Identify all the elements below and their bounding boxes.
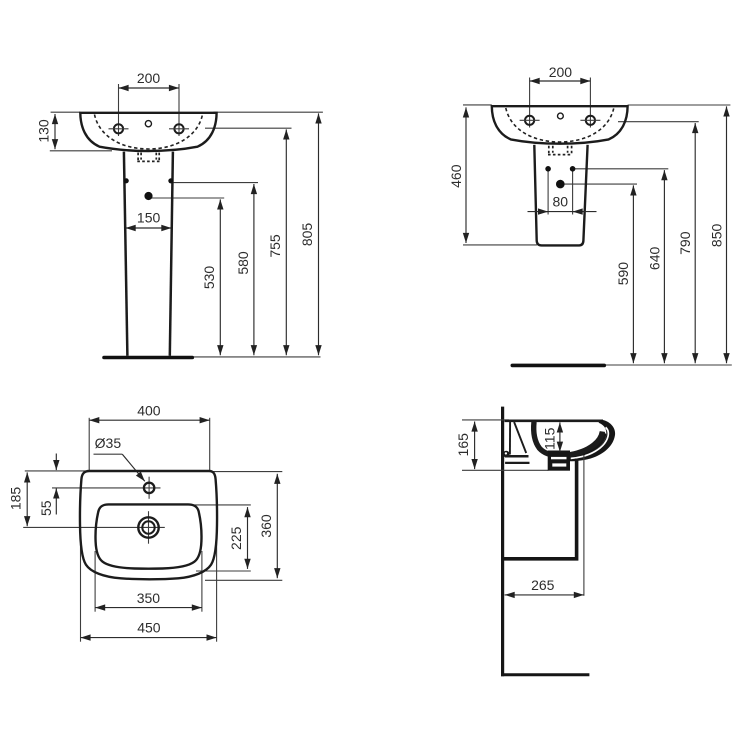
svg-text:850: 850 xyxy=(709,224,725,248)
svg-text:130: 130 xyxy=(35,119,51,143)
svg-text:450: 450 xyxy=(137,620,161,636)
svg-text:265: 265 xyxy=(531,577,555,593)
svg-text:640: 640 xyxy=(647,247,663,271)
svg-text:80: 80 xyxy=(553,194,569,210)
svg-text:115: 115 xyxy=(541,427,557,450)
svg-text:400: 400 xyxy=(137,403,161,419)
svg-text:200: 200 xyxy=(137,70,161,86)
svg-text:200: 200 xyxy=(549,64,573,80)
svg-text:590: 590 xyxy=(615,262,631,286)
svg-text:580: 580 xyxy=(235,251,251,275)
svg-text:55: 55 xyxy=(38,500,54,516)
svg-text:185: 185 xyxy=(8,487,24,511)
svg-text:790: 790 xyxy=(677,231,693,255)
svg-text:755: 755 xyxy=(267,234,283,258)
svg-text:460: 460 xyxy=(448,164,464,188)
svg-text:350: 350 xyxy=(137,590,161,606)
svg-text:225: 225 xyxy=(228,526,244,550)
svg-text:165: 165 xyxy=(455,433,471,457)
svg-text:805: 805 xyxy=(299,223,315,247)
svg-text:360: 360 xyxy=(258,514,274,538)
svg-text:530: 530 xyxy=(201,266,217,290)
svg-text:Ø35: Ø35 xyxy=(95,435,122,451)
svg-text:150: 150 xyxy=(137,210,161,226)
